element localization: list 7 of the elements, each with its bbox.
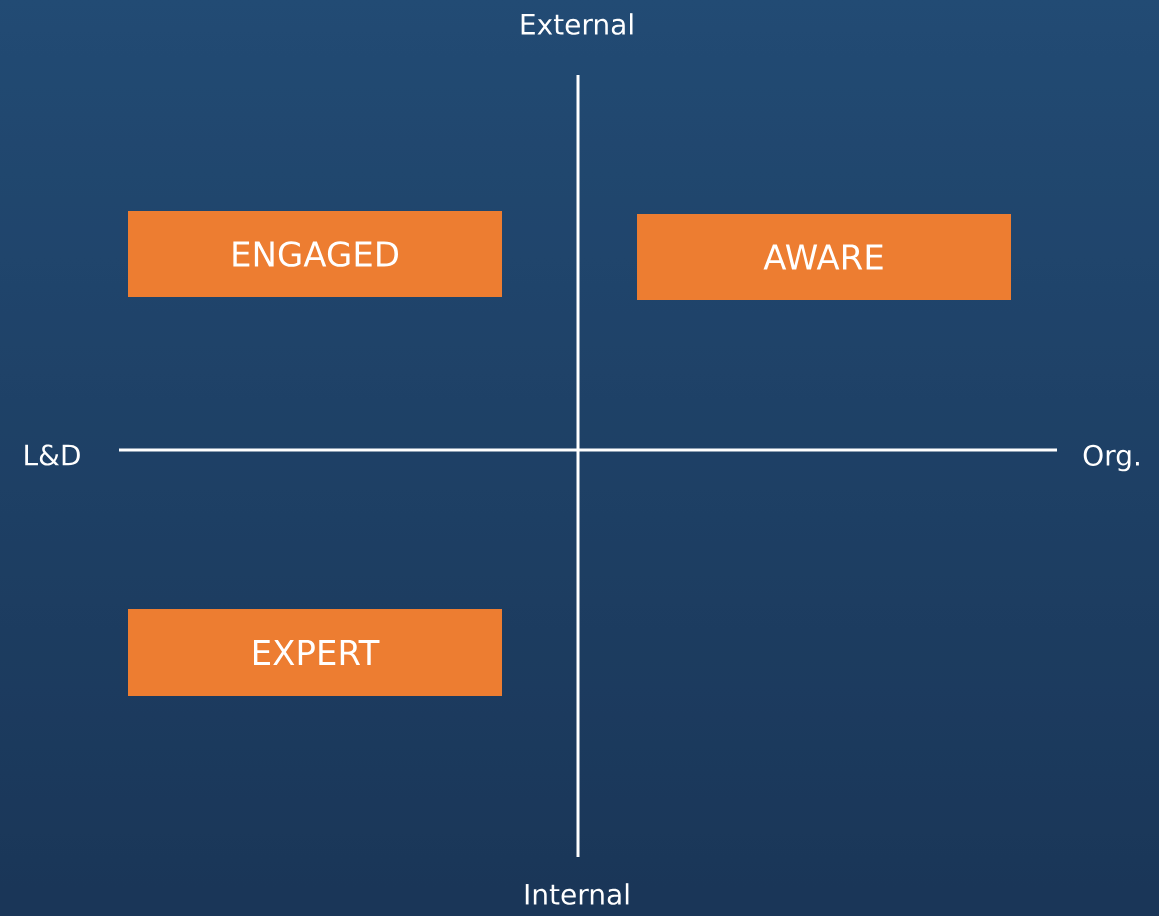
quadrant-box: AWARE [637,214,1011,300]
quadrant-box: ENGAGED [128,211,502,297]
quadrant-box: EXPERT [128,609,502,696]
axis-label: L&D [25,444,80,466]
axis-label: Internal [525,883,629,905]
axis-label: External [521,13,633,35]
axis-label: Org. [1083,444,1139,472]
